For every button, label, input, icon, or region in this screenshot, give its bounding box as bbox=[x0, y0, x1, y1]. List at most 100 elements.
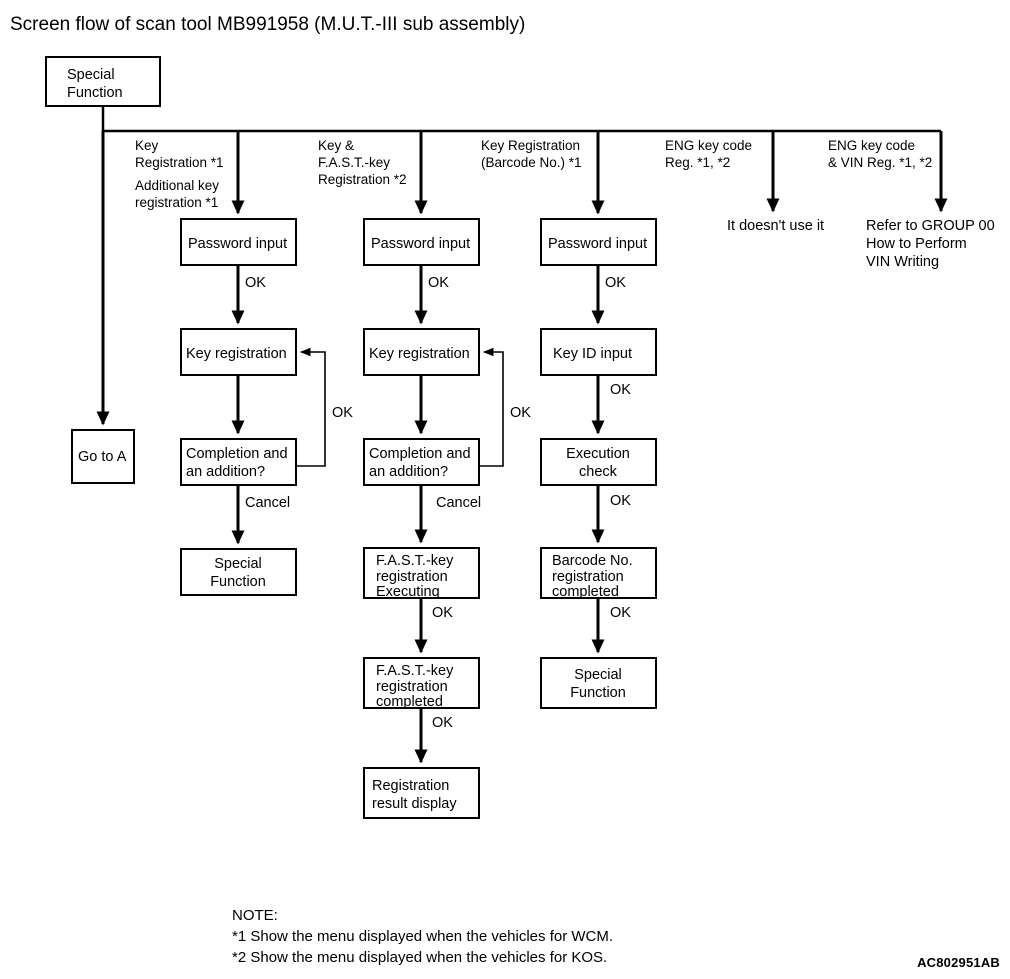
node-password-input-2-rect bbox=[363, 218, 480, 266]
node-completion-addition-1: Completion and an addition? bbox=[180, 438, 297, 486]
note-heading: NOTE: bbox=[232, 907, 278, 924]
terminal-vin-writing: Refer to GROUP 00 How to Perform VIN Wri… bbox=[866, 218, 995, 270]
edge-label-c2-loop-ok: OK bbox=[510, 405, 531, 421]
node-fast-key-registration-completed: F.A.S.T.-key registration completed bbox=[363, 657, 480, 710]
branch-2-line-2: F.A.S.T.-key bbox=[318, 155, 390, 170]
node-fast-completed-line3: completed bbox=[376, 694, 443, 710]
terminal-no-use-line1: It doesn't use it bbox=[727, 218, 824, 234]
node-password-input-1-label: Password input bbox=[188, 236, 287, 252]
node-barcode-registration-completed: Barcode No. registration completed bbox=[540, 547, 657, 600]
node-key-id-input-label: Key ID input bbox=[553, 346, 632, 362]
figure-id: AC802951AB bbox=[917, 955, 1000, 970]
node-fast-completed-line1: F.A.S.T.-key bbox=[376, 663, 454, 679]
edge-c2-loopback-ok bbox=[479, 347, 504, 467]
edge-label-c3-ok-4: OK bbox=[610, 605, 631, 621]
node-special-function-1-line2: Function bbox=[210, 574, 266, 590]
edge-label-c1-ok-1: OK bbox=[245, 275, 266, 291]
branch-label-barcode-registration: Key Registration (Barcode No.) *1 bbox=[481, 138, 582, 170]
node-fast-exec-line3: Executing bbox=[376, 584, 440, 600]
branch-5-line-2: & VIN Reg. *1, *2 bbox=[828, 155, 932, 170]
node-completion-addition-1-line2: an addition? bbox=[186, 464, 265, 480]
branch-2-line-1: Key & bbox=[318, 138, 354, 153]
node-completion-addition-2-line2: an addition? bbox=[369, 464, 448, 480]
edge-label-c2-ok-1: OK bbox=[428, 275, 449, 291]
node-fast-completed-rect bbox=[363, 657, 480, 709]
node-password-input-3: Password input bbox=[540, 218, 657, 266]
node-key-registration-2: Key registration bbox=[363, 328, 480, 376]
node-key-id-input-rect bbox=[540, 328, 657, 376]
branch-4-line-1: ENG key code bbox=[665, 138, 752, 153]
node-barcode-completed-line1: Barcode No. bbox=[552, 553, 633, 569]
edge-label-c1-loop-ok: OK bbox=[332, 405, 353, 421]
terminal-vin-line2: How to Perform bbox=[866, 236, 967, 252]
terminal-no-use: It doesn't use it bbox=[727, 218, 824, 234]
branch-label-eng-key-code-vin-reg: ENG key code & VIN Reg. *1, *2 bbox=[828, 138, 932, 170]
node-special-function-3-line2: Function bbox=[570, 685, 626, 701]
node-fast-completed-line2: registration bbox=[376, 679, 448, 695]
node-password-input-2-label: Password input bbox=[371, 236, 470, 252]
branch-1-line-2: Registration *1 bbox=[135, 155, 224, 170]
node-registration-result-line2: result display bbox=[372, 796, 457, 812]
node-go-to-a-label: Go to A bbox=[78, 449, 127, 465]
node-completion-addition-2-rect bbox=[363, 438, 480, 486]
branch-label-eng-key-code-reg: ENG key code Reg. *1, *2 bbox=[665, 138, 752, 170]
branch-3-line-2: (Barcode No.) *1 bbox=[481, 155, 582, 170]
node-registration-result-display: Registration result display bbox=[363, 767, 480, 819]
node-password-input-2: Password input bbox=[363, 218, 480, 266]
node-password-input-1-rect bbox=[180, 218, 297, 266]
node-special-function-1-rect bbox=[180, 548, 297, 596]
node-fast-exec-rect bbox=[363, 547, 480, 599]
node-barcode-completed-line2: registration bbox=[552, 569, 624, 585]
edge-label-c3-ok-2: OK bbox=[610, 382, 631, 398]
branch-bus-line bbox=[101, 106, 941, 133]
branch-4-line-2: Reg. *1, *2 bbox=[665, 155, 730, 170]
branch-label-key-registration: Key Registration *1 Additional key regis… bbox=[135, 138, 224, 210]
edge-label-c3-ok-3: OK bbox=[610, 493, 631, 509]
node-fast-exec-line2: registration bbox=[376, 569, 448, 585]
node-key-registration-1-label: Key registration bbox=[186, 346, 287, 362]
node-registration-result-line1: Registration bbox=[372, 778, 449, 794]
note-block: NOTE: *1 Show the menu displayed when th… bbox=[232, 907, 613, 966]
node-root-rect bbox=[45, 56, 161, 107]
node-go-to-a: Go to A bbox=[71, 429, 135, 484]
edge-label-c1-cancel: Cancel bbox=[245, 495, 290, 511]
branch-label-key-and-fast-key: Key & F.A.S.T.-key Registration *2 bbox=[318, 138, 407, 187]
node-fast-key-registration-executing: F.A.S.T.-key registration Executing bbox=[363, 547, 480, 600]
node-key-id-input: Key ID input bbox=[540, 328, 657, 376]
branch-1-line-4: Additional key bbox=[135, 178, 219, 193]
node-completion-addition-1-line1: Completion and bbox=[186, 446, 288, 462]
branch-5-line-1: ENG key code bbox=[828, 138, 915, 153]
note-line-2: *2 Show the menu displayed when the vehi… bbox=[232, 949, 607, 966]
edge-label-c2-cancel: Cancel bbox=[436, 495, 481, 511]
branch-1-line-1: Key bbox=[135, 138, 159, 153]
edge-label-c2-ok-3: OK bbox=[432, 605, 453, 621]
node-root-label-line1: Special bbox=[67, 67, 115, 83]
edge-label-c2-ok-4: OK bbox=[432, 715, 453, 731]
node-execution-check: Execution check bbox=[540, 438, 657, 486]
node-key-registration-1: Key registration bbox=[180, 328, 297, 376]
node-special-function-3: Special Function bbox=[540, 657, 657, 709]
page-title: Screen flow of scan tool MB991958 (M.U.T… bbox=[10, 14, 525, 35]
note-line-1: *1 Show the menu displayed when the vehi… bbox=[232, 928, 613, 945]
node-special-function-1-line1: Special bbox=[214, 556, 262, 572]
terminal-vin-line1: Refer to GROUP 00 bbox=[866, 218, 995, 234]
node-execution-check-line1: Execution bbox=[566, 446, 630, 462]
terminal-vin-line3: VIN Writing bbox=[866, 254, 939, 270]
branch-1-line-5: registration *1 bbox=[135, 195, 218, 210]
node-special-function-3-rect bbox=[540, 657, 657, 709]
node-special-function-1: Special Function bbox=[180, 548, 297, 596]
node-password-input-3-label: Password input bbox=[548, 236, 647, 252]
node-root-label-line2: Function bbox=[67, 85, 123, 101]
branch-3-line-1: Key Registration bbox=[481, 138, 580, 153]
node-execution-check-line2: check bbox=[579, 464, 618, 480]
node-registration-result-rect bbox=[363, 767, 480, 819]
node-fast-exec-line1: F.A.S.T.-key bbox=[376, 553, 454, 569]
node-execution-check-rect bbox=[540, 438, 657, 486]
node-root-special-function: Special Function bbox=[45, 56, 161, 107]
edge-c1-loopback-ok bbox=[296, 347, 326, 467]
node-password-input-1: Password input bbox=[180, 218, 297, 266]
node-go-to-a-rect bbox=[71, 429, 135, 484]
node-completion-addition-2-line1: Completion and bbox=[369, 446, 471, 462]
